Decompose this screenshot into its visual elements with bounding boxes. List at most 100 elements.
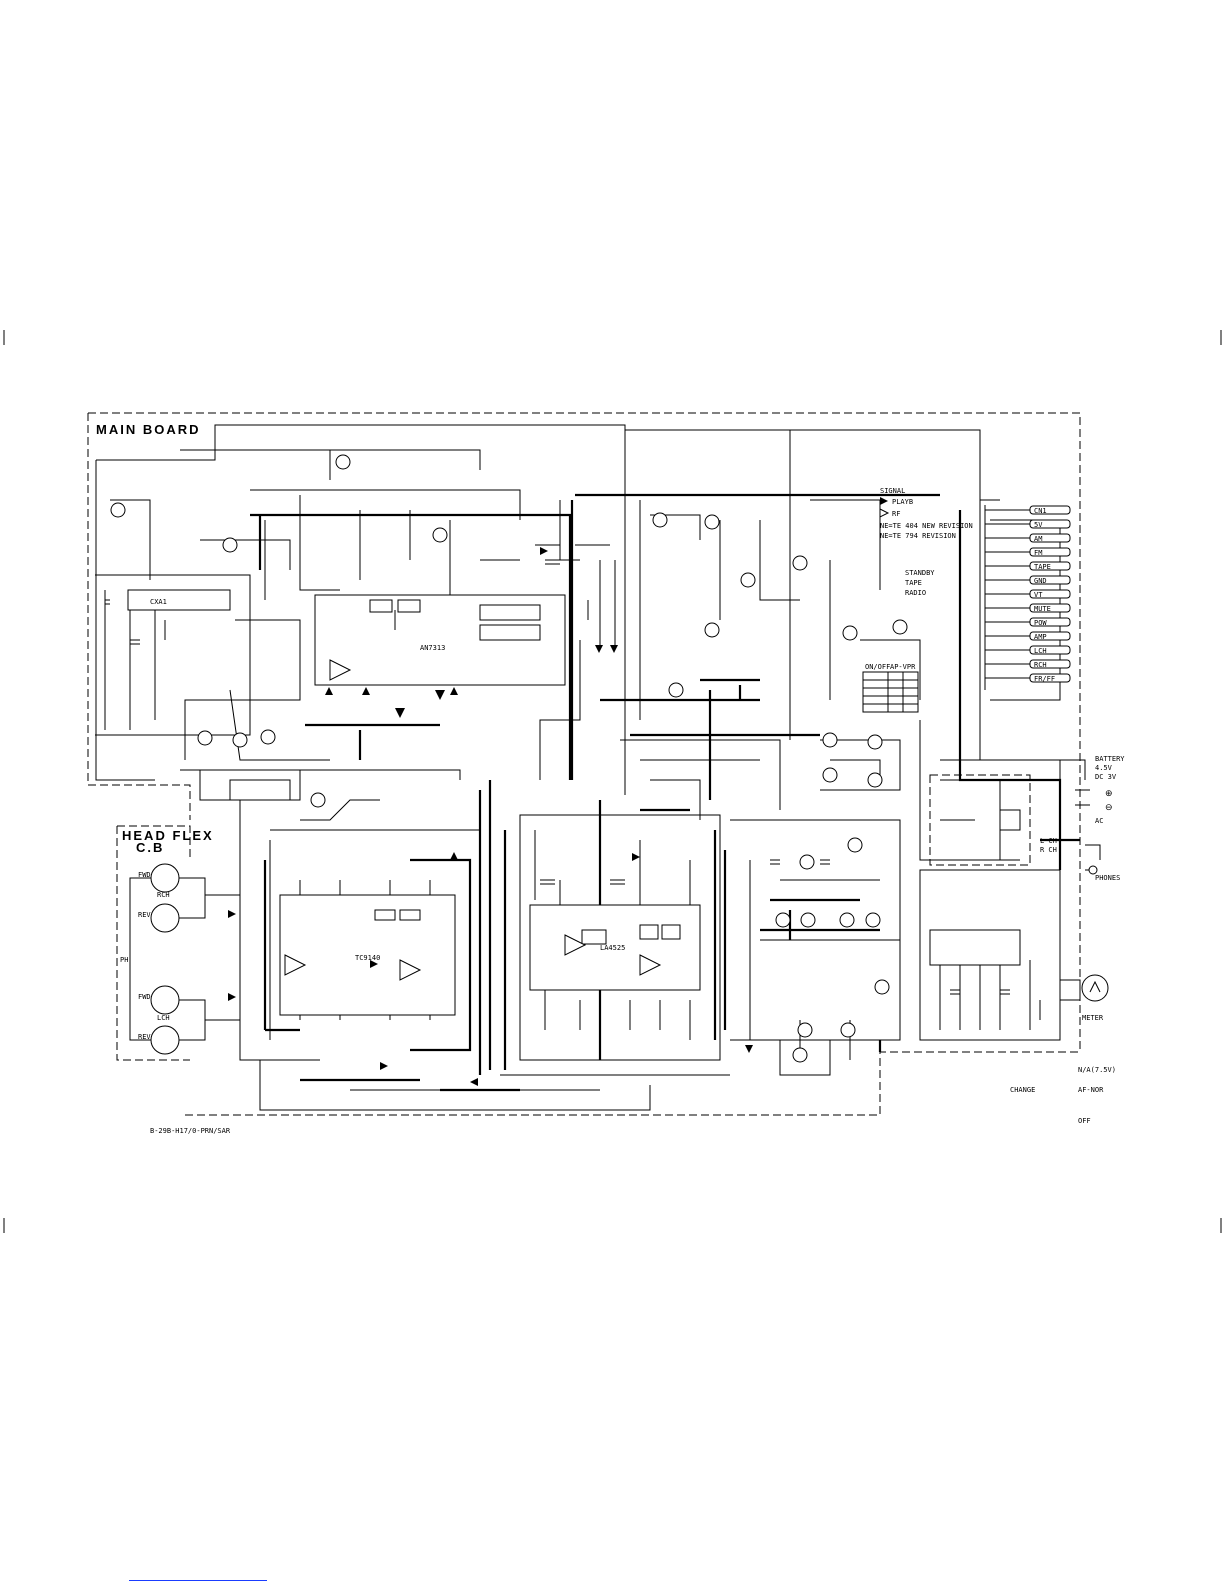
thick-wiring	[250, 493, 1080, 1092]
transistor-q3	[432, 527, 448, 543]
connector-pin-8: MUTE	[1034, 605, 1051, 613]
transistor-q23	[775, 912, 791, 928]
legend-play-marker	[880, 497, 888, 505]
opamp-2	[399, 959, 422, 981]
transistor-q17	[197, 730, 213, 746]
transistor-q11	[867, 734, 883, 750]
ic-lower-right	[929, 929, 1021, 966]
head-label-ph: PH	[120, 956, 128, 964]
arrow-8	[228, 993, 236, 1001]
ic-small-left	[229, 779, 291, 801]
head-label-rch: RCH	[157, 891, 170, 899]
transistor-q18	[232, 732, 248, 748]
battery-label: BATTERY	[1095, 755, 1125, 763]
transistor-q9	[892, 619, 908, 635]
ic-sub-7	[374, 909, 396, 921]
arrow-1	[540, 547, 548, 555]
signal-arrows	[228, 547, 753, 1086]
arrow-14	[370, 960, 378, 968]
connector-pin-4: FM	[1034, 549, 1042, 557]
transistor-q16	[222, 537, 238, 553]
headphone-jack-icon	[1088, 865, 1098, 875]
arrow-9	[380, 1062, 388, 1070]
arrow-13	[450, 852, 458, 860]
arrow-2	[595, 645, 603, 653]
transistor-q28	[840, 1022, 856, 1038]
arrow-6	[450, 687, 458, 695]
connector-pin-3: AM	[1034, 535, 1042, 543]
footer-note-3: AF-NOR	[1078, 1086, 1104, 1094]
connector-pin-6: GND	[1034, 577, 1047, 585]
transistor-q6	[740, 572, 756, 588]
opamp-3	[564, 934, 587, 956]
jack-rch-label: R CH	[1040, 846, 1057, 854]
main-board-frame: MAIN BOARD	[87, 412, 1081, 1116]
transistor-q13	[867, 772, 883, 788]
footer-note-4: OFF	[1078, 1117, 1091, 1125]
meter-icon	[1081, 974, 1109, 1002]
opamp-5	[329, 659, 352, 681]
head-label-fwd-r: FWD	[138, 871, 151, 879]
components	[105, 559, 1021, 995]
head-coil-rev-l	[150, 1025, 180, 1055]
arrow-11	[745, 1045, 753, 1053]
transistor-q8	[842, 625, 858, 641]
meter-label: METER	[1082, 1014, 1104, 1022]
ic-sub-3	[369, 599, 393, 613]
legend-rf: RF	[892, 510, 900, 518]
footer-note-2: CHANGE	[1010, 1086, 1035, 1094]
arrow-10	[470, 1078, 478, 1086]
battery-voltage: 4.5V	[1095, 764, 1113, 772]
transistor-q26	[865, 912, 881, 928]
power-section: BATTERY 4.5V DC 3V ⊕ ⊖ AC L CH R CH PHON…	[929, 755, 1125, 882]
head-flex-frame: HEAD FLEX C.B	[116, 825, 212, 1061]
legend-title: SIGNAL	[880, 487, 905, 495]
ic-sub-8	[399, 909, 421, 921]
notes: B-29B-H17/0-PRN/SAR N/A(7.5V) CHANGE AF-…	[150, 1066, 1116, 1135]
signal-legend: SIGNAL PLAYB RF NE=TE 404 NEW REVISION N…	[879, 487, 973, 540]
ic-sub-5	[639, 924, 659, 940]
legend-rf-marker	[879, 508, 890, 518]
tape-heads: FWD REV RCH FWD REV LCH PH	[120, 863, 240, 1055]
transistor-q21	[799, 854, 815, 870]
transistors	[110, 454, 908, 1063]
diode-1	[435, 690, 445, 700]
ic-sub-6	[661, 924, 681, 940]
ic-sub-2	[479, 624, 541, 641]
ic4-label: LA4525	[600, 944, 625, 952]
ic-osc	[581, 929, 607, 945]
transistor-q14	[704, 622, 720, 638]
head-flex-subtitle: C.B	[136, 840, 164, 855]
transistor-q19	[260, 729, 276, 745]
ic-head-amp	[279, 894, 456, 1016]
connector-pin-10: AMP	[1034, 633, 1047, 641]
connector-pin-11: LCH	[1034, 647, 1047, 655]
transistor-q15	[668, 682, 684, 698]
transistor-q10	[822, 732, 838, 748]
ic-sub-1	[479, 604, 541, 621]
connector-pin-2: 5V	[1034, 521, 1043, 529]
ac-input-label: AC	[1095, 817, 1103, 825]
head-coil-rev-r	[150, 903, 180, 933]
margin-marks	[3, 330, 1222, 1233]
transistor-q4	[652, 512, 668, 528]
level-meter: METER	[1081, 974, 1109, 1022]
switch-table-title-2: AP-VPR	[890, 663, 916, 671]
arrow-4	[325, 687, 333, 695]
footer-link-underline[interactable]	[129, 1580, 267, 1581]
switch-table-title-1: ON/OFF	[865, 663, 890, 671]
connector-pin-13: FR/FF	[1034, 675, 1055, 683]
footer-left-note: B-29B-H17/0-PRN/SAR	[150, 1127, 231, 1135]
opamp-1	[284, 954, 307, 976]
connector-cn1: CN1 5V AM FM TAPE GND VT MUTE POW AMP LC…	[984, 505, 1071, 690]
ic-blocks: CXA1 AN7313 TC9140 LA4525	[127, 589, 1021, 1016]
connector-pin-7: VT	[1034, 591, 1043, 599]
head-coil-fwd-r	[150, 863, 180, 893]
ic2-label: AN7313	[420, 644, 445, 652]
legend-play: PLAYB	[892, 498, 913, 506]
connector-pin-5: TAPE	[1034, 563, 1051, 571]
transistor-q5	[704, 514, 720, 530]
transistor-q30	[792, 1047, 808, 1063]
arrow-3	[610, 645, 618, 653]
